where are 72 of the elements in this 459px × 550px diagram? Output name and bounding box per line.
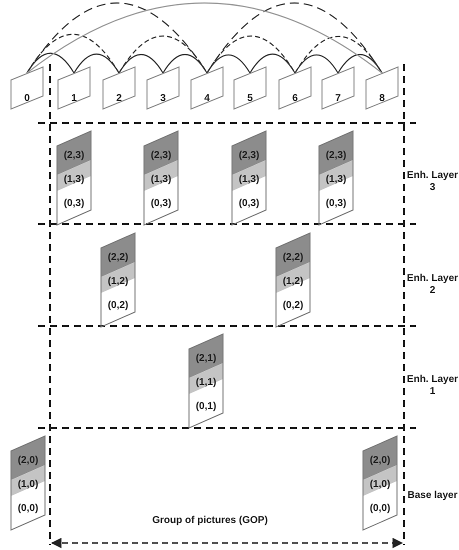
layer-index: (0,3) (150, 198, 172, 210)
video-frame (233, 66, 267, 110)
video-frame (102, 66, 136, 110)
reference-arc (206, 2, 382, 74)
layer-index: (2,0) (368, 455, 392, 467)
layer-label: Enh. Layer 1 (406, 374, 459, 398)
layer-stack (362, 435, 398, 531)
video-frame (146, 66, 180, 110)
layer-stack (318, 130, 354, 226)
layer-stack (56, 130, 92, 226)
video-frame (321, 66, 355, 110)
layer-stack (100, 232, 136, 328)
reference-arc (162, 54, 208, 74)
layer-index: (1,0) (16, 479, 40, 491)
frame-number: 8 (378, 93, 386, 104)
reference-arc (118, 54, 164, 74)
frame-number: 7 (334, 93, 342, 104)
layer-index: (0,1) (194, 401, 218, 413)
video-frame (57, 66, 91, 110)
layer-index: (1,3) (324, 174, 348, 186)
layer-index: (2,3) (324, 150, 348, 162)
frame-number: 0 (23, 93, 31, 104)
layer-index: (1,3) (62, 174, 86, 186)
layer-label: Enh. Layer 3 (406, 170, 459, 194)
layer-stack (231, 130, 267, 226)
video-frame (278, 66, 312, 110)
frame-number: 5 (246, 93, 254, 104)
layer-index: (0,3) (324, 198, 348, 210)
reference-arc (250, 54, 296, 74)
reference-arc (294, 54, 338, 74)
reference-arc (118, 35, 208, 74)
layer-index: (0,3) (238, 198, 260, 210)
layer-index: (1,0) (368, 479, 392, 491)
layer-index: (1,1) (194, 377, 218, 389)
video-frame (10, 66, 44, 110)
layer-index: (2,1) (194, 353, 218, 365)
layer-label: Enh. Layer 2 (406, 273, 459, 297)
layer-stack (10, 435, 46, 531)
layer-index: (2,3) (150, 150, 172, 162)
layer-index: (2,3) (62, 150, 86, 162)
reference-arc (74, 54, 120, 74)
layer-index: (1,2) (106, 276, 130, 288)
layer-index: (2,0) (16, 455, 40, 467)
reference-arc (26, 2, 382, 74)
layer-index: (2,3) (238, 150, 260, 162)
reference-arc (338, 54, 382, 74)
layer-index: (1,2) (282, 276, 304, 288)
frame-number: 6 (291, 93, 299, 104)
layer-index: (0,0) (16, 503, 40, 515)
layer-index: (2,2) (282, 252, 304, 264)
reference-arc (26, 2, 208, 74)
video-frame (190, 66, 224, 110)
reference-arc (206, 35, 296, 74)
layer-index: (1,3) (150, 174, 172, 186)
layer-index: (0,2) (282, 300, 304, 312)
frame-number: 2 (115, 93, 123, 104)
layer-stack (143, 130, 179, 226)
layer-index: (0,3) (62, 198, 86, 210)
frame-number: 4 (203, 93, 211, 104)
dimension-label: Group of pictures (GOP) (151, 515, 269, 527)
frame-number: 3 (159, 93, 167, 104)
layer-index: (1,3) (238, 174, 260, 186)
reference-arc (26, 34, 120, 74)
layer-index: (0,2) (106, 300, 130, 312)
frame-number: 1 (70, 93, 78, 104)
layer-stack (275, 232, 311, 328)
video-frame (365, 66, 399, 110)
layer-label: Base layer (406, 490, 459, 502)
reference-arc (294, 36, 382, 74)
layer-stack (188, 333, 224, 429)
layer-index: (2,2) (106, 252, 130, 264)
layer-index: (0,0) (368, 503, 392, 515)
